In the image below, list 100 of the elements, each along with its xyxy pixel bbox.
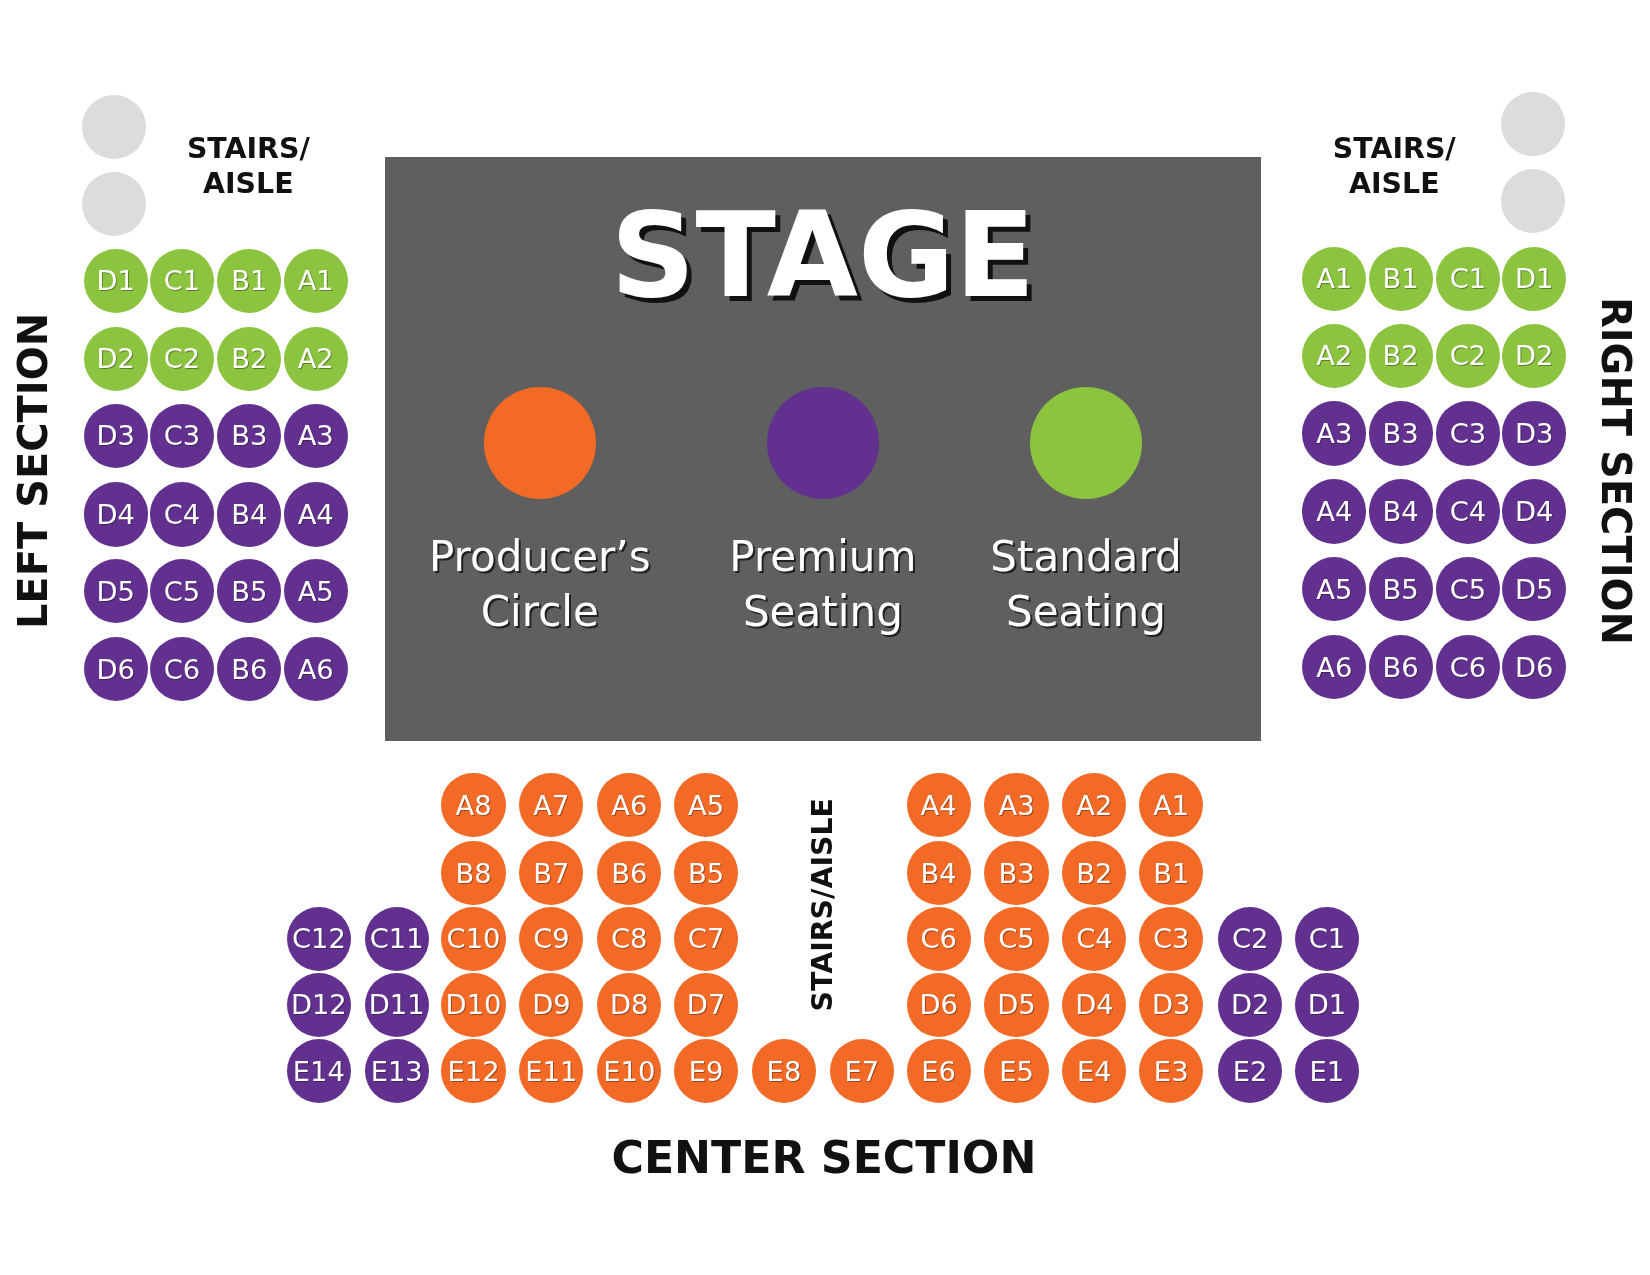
seat: C3	[1435, 401, 1501, 466]
seat: B3	[1368, 401, 1433, 466]
seat: D5	[984, 972, 1049, 1038]
seat: B7	[519, 841, 584, 906]
seat: E5	[984, 1039, 1049, 1104]
seat: A5	[283, 559, 348, 624]
aisle-label: STAIRS/AISLE	[805, 798, 841, 1012]
seat: C5	[149, 559, 215, 624]
seat: C1	[1435, 246, 1501, 311]
seat: D2	[1502, 323, 1567, 388]
legend-label: Standard Seating	[989, 531, 1183, 639]
seat: C4	[1062, 906, 1127, 971]
seat: C4	[149, 482, 215, 547]
seat: D3	[1139, 972, 1204, 1038]
seat: A6	[1302, 635, 1367, 700]
seat: C8	[597, 906, 662, 971]
seat: D4	[83, 482, 148, 547]
seat: D9	[519, 972, 584, 1038]
seat: A8	[441, 772, 506, 838]
seat: B4	[1368, 479, 1433, 544]
seat: D10	[441, 972, 506, 1038]
aisle-label: STAIRS/ AISLE	[1331, 130, 1457, 202]
seat: E8	[751, 1039, 817, 1104]
seat: A4	[906, 772, 971, 838]
seat: B6	[1368, 635, 1433, 700]
seat: B6	[217, 637, 282, 702]
seat: D5	[83, 559, 148, 624]
seat: B5	[674, 841, 739, 906]
seat: B1	[1139, 841, 1204, 906]
section-label: CENTER SECTION	[611, 1130, 1037, 1185]
seat: E11	[519, 1039, 584, 1104]
seat: D12	[286, 972, 351, 1038]
seat: C6	[1435, 635, 1501, 700]
seat: A3	[283, 403, 348, 468]
seat: D8	[597, 972, 662, 1038]
seat: A2	[283, 326, 348, 391]
seat: C1	[1294, 906, 1360, 971]
section-label: RIGHT SECTION	[1592, 297, 1641, 646]
seat: A3	[1302, 401, 1367, 466]
seat: E7	[829, 1039, 894, 1104]
seat: B1	[217, 248, 282, 314]
seat: D11	[364, 972, 429, 1038]
seat: E9	[674, 1039, 739, 1104]
legend-label: Premium Seating	[728, 531, 918, 639]
seat: C3	[149, 403, 215, 468]
seat: E6	[906, 1039, 971, 1104]
stage-area	[385, 156, 1261, 741]
seat: E14	[286, 1039, 351, 1104]
seat: D1	[83, 248, 148, 314]
seat: A4	[283, 482, 348, 547]
seat: C2	[1435, 323, 1501, 388]
seat: A1	[283, 248, 348, 314]
seat: C12	[286, 906, 351, 971]
seat: D2	[1218, 972, 1283, 1038]
seat: E2	[1218, 1039, 1283, 1104]
seat: B3	[217, 403, 282, 468]
aisle-label: STAIRS/ AISLE	[185, 130, 311, 202]
seat: D6	[83, 637, 148, 702]
seat: D2	[83, 326, 148, 391]
seat: C4	[1435, 479, 1501, 544]
seat: E1	[1294, 1039, 1360, 1104]
seat: D1	[1502, 246, 1567, 311]
seat: C2	[149, 326, 215, 391]
seat: D4	[1502, 479, 1567, 544]
seat: D3	[1502, 401, 1567, 466]
legend-label: Producer’s Circle	[427, 531, 652, 639]
seat: A7	[519, 772, 584, 838]
seat: B2	[1368, 323, 1433, 388]
seat: C3	[1139, 906, 1204, 971]
seat: A4	[1302, 479, 1367, 544]
seat: D4	[1062, 972, 1127, 1038]
seat: A3	[984, 772, 1049, 838]
seat: B8	[441, 841, 506, 906]
seat: B6	[597, 841, 662, 906]
seat: C9	[519, 906, 584, 971]
seat: A1	[1139, 772, 1204, 838]
seat: A5	[1302, 557, 1367, 622]
seat: B3	[984, 841, 1049, 906]
seat: B2	[1062, 841, 1127, 906]
seat: C6	[149, 637, 215, 702]
section-label: LEFT SECTION	[8, 313, 57, 630]
seat: D1	[1294, 972, 1360, 1038]
stage-label: STAGE	[610, 196, 1036, 315]
seat: B5	[217, 559, 282, 624]
seat: D7	[674, 972, 739, 1038]
seat: C5	[984, 906, 1049, 971]
seat: A2	[1302, 323, 1367, 388]
seat: E12	[441, 1039, 506, 1104]
seat: E10	[597, 1039, 662, 1104]
seat: C6	[906, 906, 971, 971]
seat: B4	[217, 482, 282, 547]
seat: C7	[674, 906, 739, 971]
seat: A5	[674, 772, 739, 838]
seat: D3	[83, 403, 148, 468]
seat: E4	[1062, 1039, 1127, 1104]
seat: D5	[1502, 557, 1567, 622]
seat: E13	[364, 1039, 429, 1104]
seat: E3	[1139, 1039, 1204, 1104]
seat: A6	[597, 772, 662, 838]
seat: C11	[364, 906, 429, 971]
